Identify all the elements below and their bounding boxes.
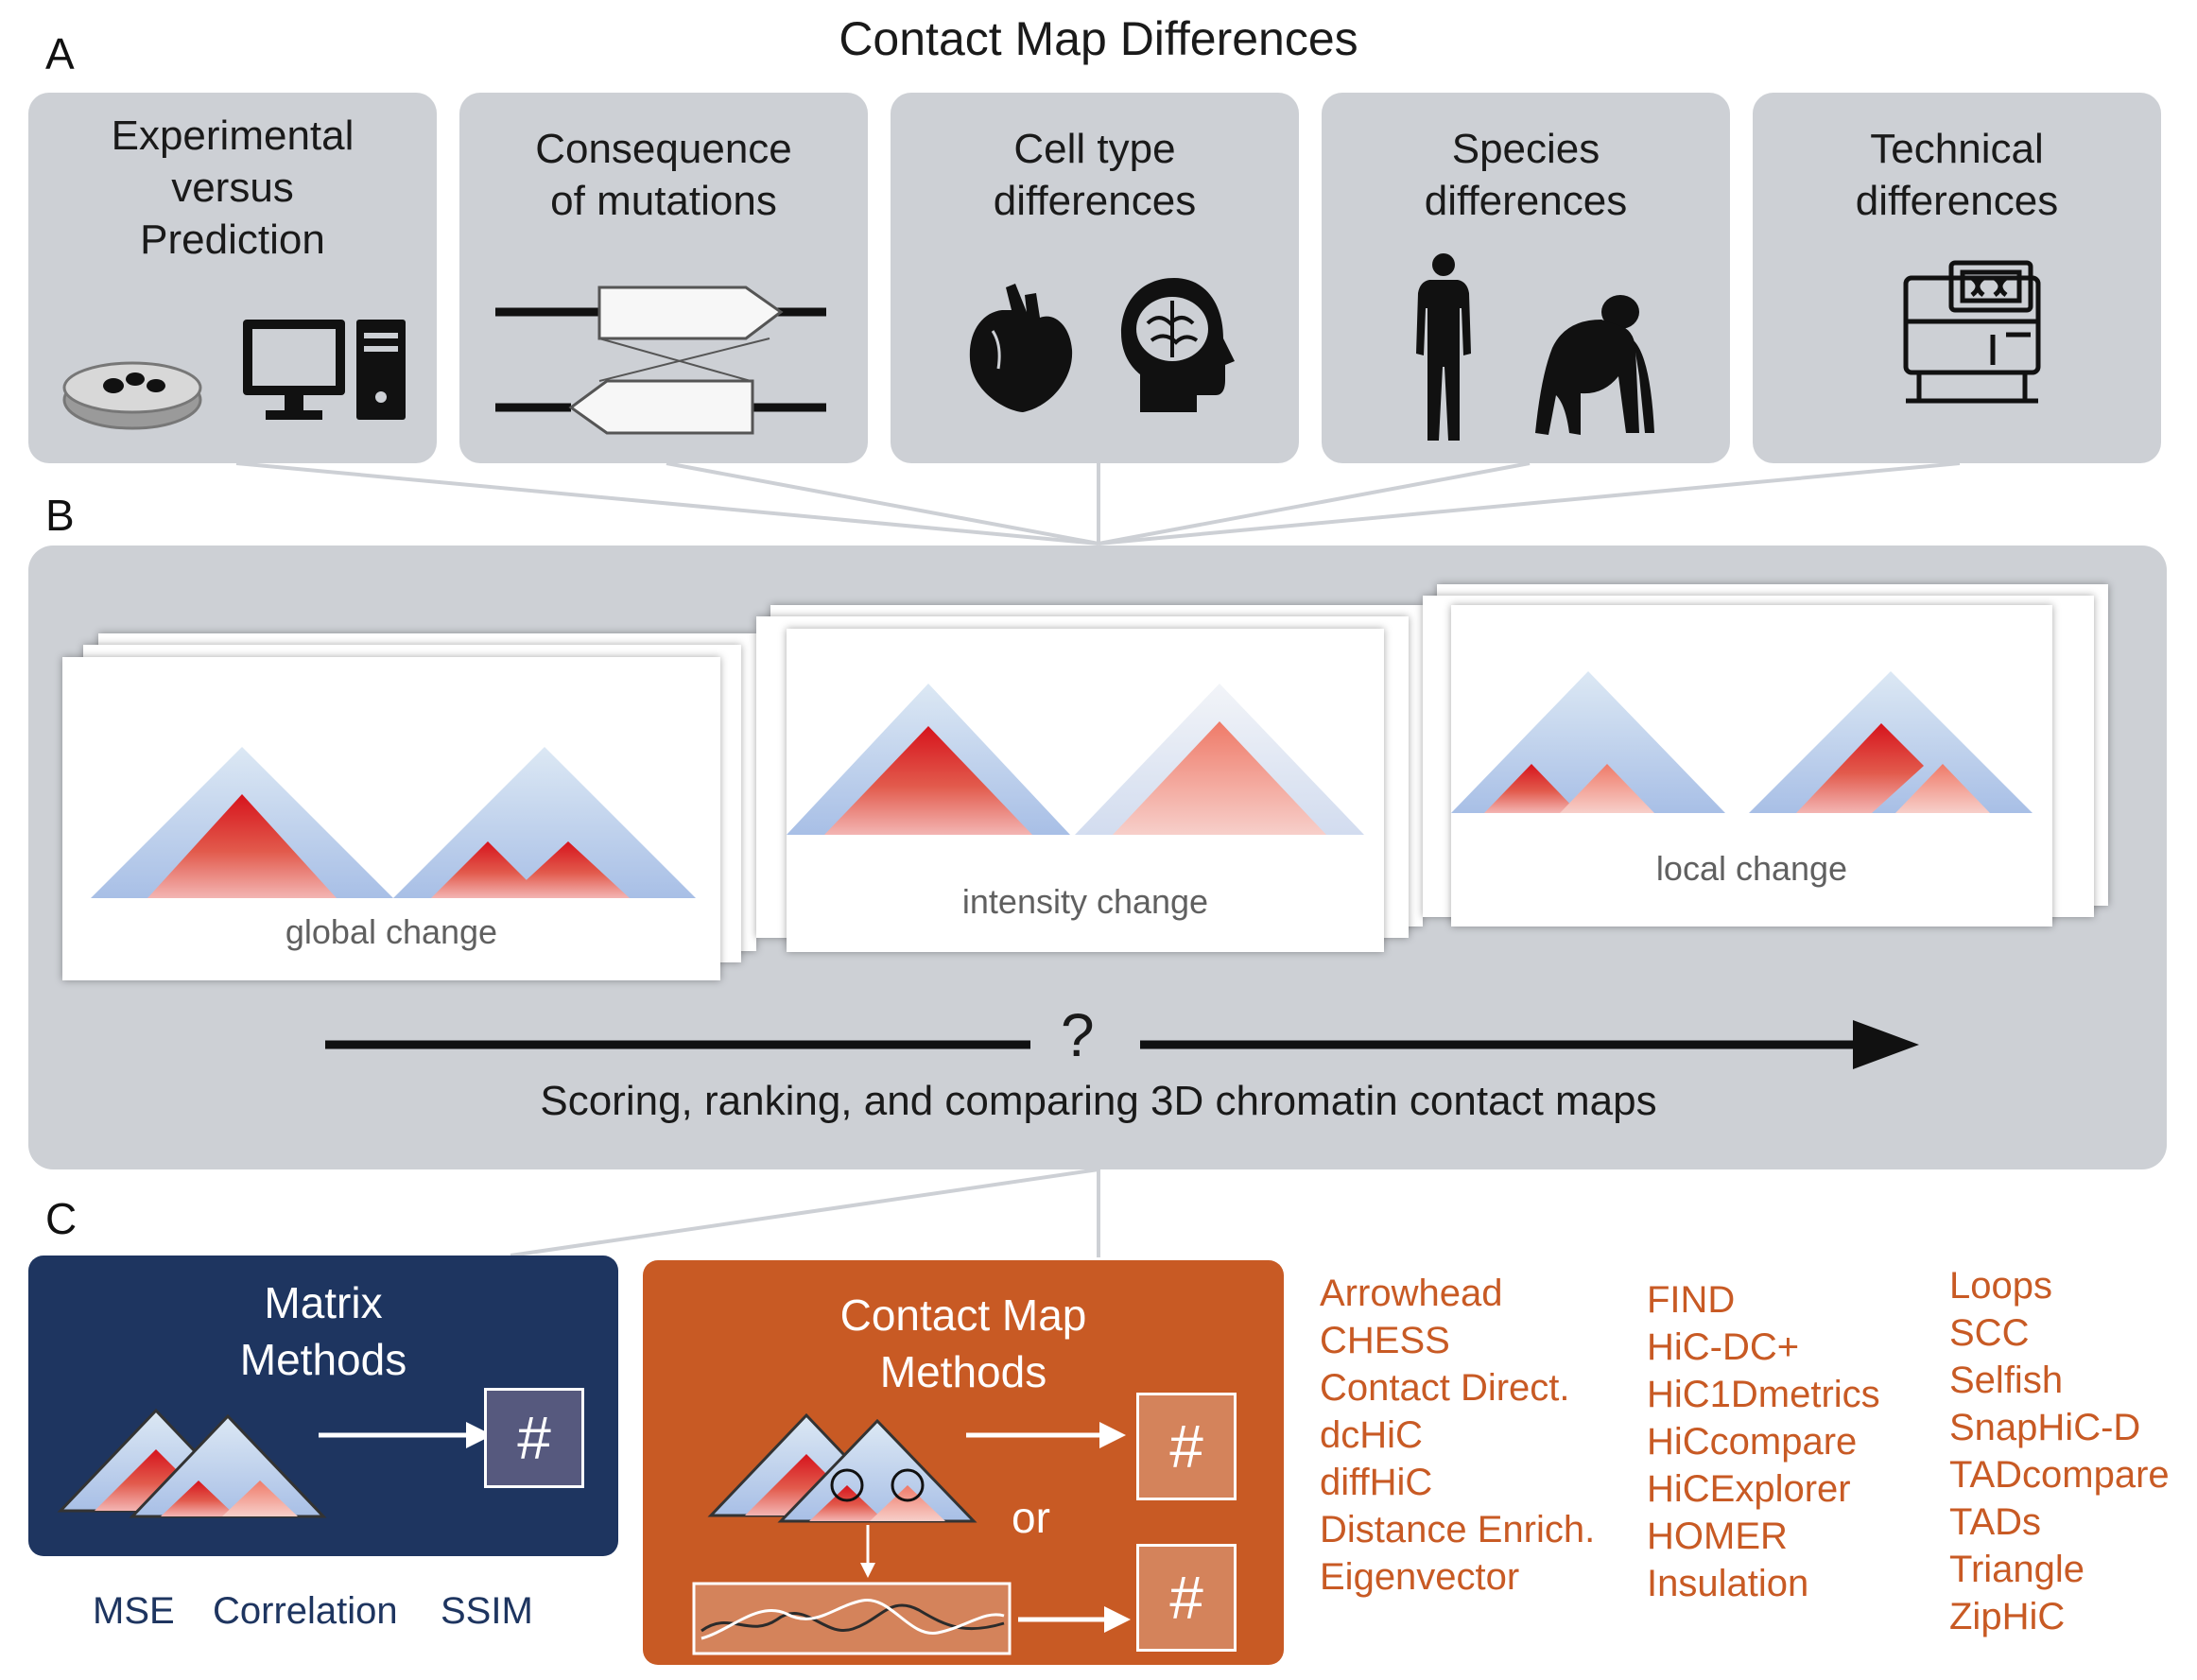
human-icon <box>1416 253 1471 441</box>
brain-head-icon <box>1121 278 1235 412</box>
chimpanzee-icon <box>1535 295 1654 435</box>
1d-profile-track <box>692 1582 1012 1655</box>
category-title: Species differences <box>1424 126 1628 224</box>
tool-name: TADs <box>1949 1501 2042 1543</box>
tool-name: Eigenvector <box>1320 1556 1520 1598</box>
tool-name: FIND <box>1647 1279 1736 1321</box>
global-change-label: global change <box>285 912 498 951</box>
heart-icon <box>969 284 1073 412</box>
contact-maps-icon <box>707 1412 977 1523</box>
tool-list-column-2: FIND HiC-DC+ HiC1Dmetrics HiCcompare HiC… <box>1647 1276 1880 1607</box>
matrix-arrow <box>319 1422 493 1448</box>
tool-name: SCC <box>1949 1312 2030 1354</box>
tool-name: Contact Direct. <box>1320 1367 1570 1409</box>
category-title: Consequence of mutations <box>535 126 792 224</box>
tool-name: CHESS <box>1320 1320 1450 1361</box>
tool-list-column-3: Loops SCC Selfish SnapHiC-D TADcompare T… <box>1949 1262 2170 1640</box>
global-change-card: global change <box>62 657 720 980</box>
scoring-arrow <box>325 1020 1919 1069</box>
tool-name: Distance Enrich. <box>1320 1509 1596 1550</box>
tool-name: HiC-DC+ <box>1647 1326 1800 1368</box>
computer-icon <box>243 320 406 420</box>
matrix-maps-icon <box>57 1408 327 1518</box>
matrix-result-box: # <box>484 1388 584 1488</box>
or-label: or <box>1012 1493 1050 1542</box>
tool-name: SnapHiC-D <box>1949 1407 2141 1448</box>
contact-map-arrow-bottom <box>1018 1606 1131 1633</box>
local-change-card: local change <box>1451 605 2052 927</box>
panel-letter-b: B <box>45 491 75 540</box>
metric-mse: MSE <box>93 1590 175 1632</box>
category-experimental-vs-prediction: Experimental versus Prediction <box>28 93 437 463</box>
category-cell-type: Cell type differences <box>891 93 1299 463</box>
category-technical: Technical differences <box>1753 93 2161 463</box>
global-change-maps <box>91 747 696 898</box>
tool-name: ZipHiC <box>1949 1596 2066 1637</box>
petri-dish-icon <box>62 361 202 430</box>
metric-correlation: Correlation <box>213 1590 398 1632</box>
profile-down-arrow <box>860 1525 875 1578</box>
category-species: Species differences <box>1322 93 1730 463</box>
contact-map-result-box-top: # <box>1136 1393 1237 1500</box>
contact-map-methods-title-line2: Methods <box>879 1347 1047 1396</box>
tool-name: HiCcompare <box>1647 1421 1858 1463</box>
tool-name: Loops <box>1949 1265 2052 1307</box>
tool-name: TADcompare <box>1949 1454 2170 1496</box>
category-mutations: Consequence of mutations <box>459 93 868 463</box>
metric-ssim: SSIM <box>441 1590 533 1632</box>
scoring-label: Scoring, ranking, and comparing 3D chrom… <box>540 1078 1657 1124</box>
tool-name: Triangle <box>1949 1549 2085 1590</box>
local-change-label: local change <box>1655 849 1848 888</box>
category-title: Technical differences <box>1855 126 2059 224</box>
intensity-change-card: intensity change <box>787 629 1384 952</box>
tool-name: dcHiC <box>1320 1414 1423 1456</box>
tool-name: HiCExplorer <box>1647 1468 1851 1510</box>
intensity-change-label: intensity change <box>961 882 1209 921</box>
matrix-methods-box: Matrix Methods # <box>28 1256 618 1556</box>
tool-name: HOMER <box>1647 1515 1788 1557</box>
tool-name: Selfish <box>1949 1360 2064 1401</box>
matrix-methods-title-line2: Methods <box>239 1335 407 1384</box>
intensity-change-maps <box>787 684 1364 835</box>
tool-name: Insulation <box>1647 1563 1809 1604</box>
tool-name: diffHiC <box>1320 1462 1433 1503</box>
sequencer-machine-icon <box>1903 260 2041 404</box>
contact-map-result-box-bottom: # <box>1136 1544 1237 1652</box>
matrix-methods-title-line1: Matrix <box>264 1278 383 1327</box>
inversion-mutation-icon <box>495 286 826 435</box>
local-change-maps <box>1451 671 2033 813</box>
page-title: Contact Map Differences <box>839 12 1358 65</box>
panel-letter-c: C <box>45 1194 78 1243</box>
tool-name: HiC1Dmetrics <box>1647 1374 1880 1415</box>
contact-map-arrow-top <box>966 1422 1126 1448</box>
contact-map-methods-title-line1: Contact Map <box>839 1290 1087 1340</box>
tool-list-column-1: Arrowhead CHESS Contact Direct. dcHiC di… <box>1320 1270 1595 1601</box>
contact-map-methods-box: Contact Map Methods # or # <box>643 1260 1284 1665</box>
category-title: Experimental versus Prediction <box>111 113 355 263</box>
category-title: Cell type differences <box>993 126 1197 224</box>
panel-letter-a: A <box>45 29 75 78</box>
tool-name: Arrowhead <box>1320 1273 1503 1314</box>
question-mark: ? <box>1061 1001 1095 1069</box>
